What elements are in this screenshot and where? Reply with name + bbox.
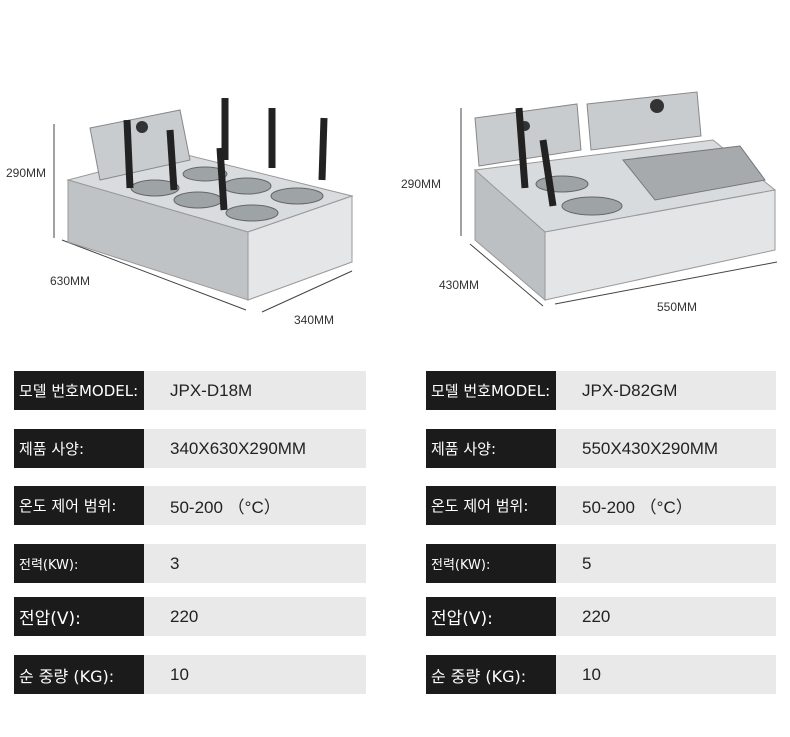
spec-label: 전력(KW): <box>14 544 144 583</box>
spec-value: 220 <box>582 606 611 626</box>
spec-value: 5 <box>582 553 592 573</box>
height-dimension: 290MM <box>6 166 47 180</box>
spec-label: 순 중량 (KG): <box>426 655 556 694</box>
spec-value: 10 <box>170 664 189 684</box>
noodle-cooker-image <box>53 98 354 313</box>
height-dimension: 290MM <box>401 177 442 191</box>
width-dimension: 340MM <box>294 313 335 327</box>
spec-label: 온도 제어 범위: <box>14 486 144 525</box>
spec-value: 340X630X290MM <box>170 438 307 458</box>
spec-label: 모델 번호MODEL: <box>14 371 144 410</box>
spec-row-voltage: 전압(V): 220 <box>14 597 366 636</box>
combo-cooker-image <box>460 91 778 307</box>
spec-row-power: 전력(KW): 5 <box>426 544 776 583</box>
spec-row-size: 제품 사양: 550X430X290MM <box>426 429 776 468</box>
product-left-illustration: 290MM 630MM 340MM <box>0 0 395 340</box>
spec-label: 온도 제어 범위: <box>426 486 556 525</box>
spec-row-weight: 순 중량 (KG): 10 <box>14 655 366 694</box>
spec-label: 제품 사양: <box>426 429 556 468</box>
spec-label: 전압(V): <box>426 597 556 636</box>
spec-value: 50-200 （°C） <box>582 498 693 517</box>
spec-label: 순 중량 (KG): <box>14 655 144 694</box>
spec-row-temperature: 온도 제어 범위: 50-200 （°C） <box>426 486 776 525</box>
spec-label: 전압(V): <box>14 597 144 636</box>
spec-label: 제품 사양: <box>14 429 144 468</box>
length-dimension: 550MM <box>657 300 698 314</box>
spec-row-power: 전력(KW): 3 <box>14 544 366 583</box>
spec-row-temperature: 온도 제어 범위: 50-200 （°C） <box>14 486 366 525</box>
spec-label: 모델 번호MODEL: <box>426 371 556 410</box>
spec-value: 10 <box>582 664 601 684</box>
spec-label: 전력(KW): <box>426 544 556 583</box>
spec-value: 3 <box>170 553 180 573</box>
spec-value: 550X430X290MM <box>582 438 719 458</box>
spec-row-voltage: 전압(V): 220 <box>426 597 776 636</box>
spec-row-model: 모델 번호MODEL: JPX-D82GM <box>426 371 776 410</box>
length-dimension: 630MM <box>50 274 91 288</box>
spec-row-weight: 순 중량 (KG): 10 <box>426 655 776 694</box>
spec-value: JPX-D82GM <box>582 380 678 400</box>
product-right-illustration: 290MM 550MM 430MM <box>395 0 790 340</box>
spec-row-model: 모델 번호MODEL: JPX-D18M <box>14 371 366 410</box>
spec-row-size: 제품 사양: 340X630X290MM <box>14 429 366 468</box>
spec-value: 220 <box>170 606 199 626</box>
spec-value: 50-200 （°C） <box>170 498 281 517</box>
spec-value: JPX-D18M <box>170 380 253 400</box>
width-dimension: 430MM <box>439 278 480 292</box>
